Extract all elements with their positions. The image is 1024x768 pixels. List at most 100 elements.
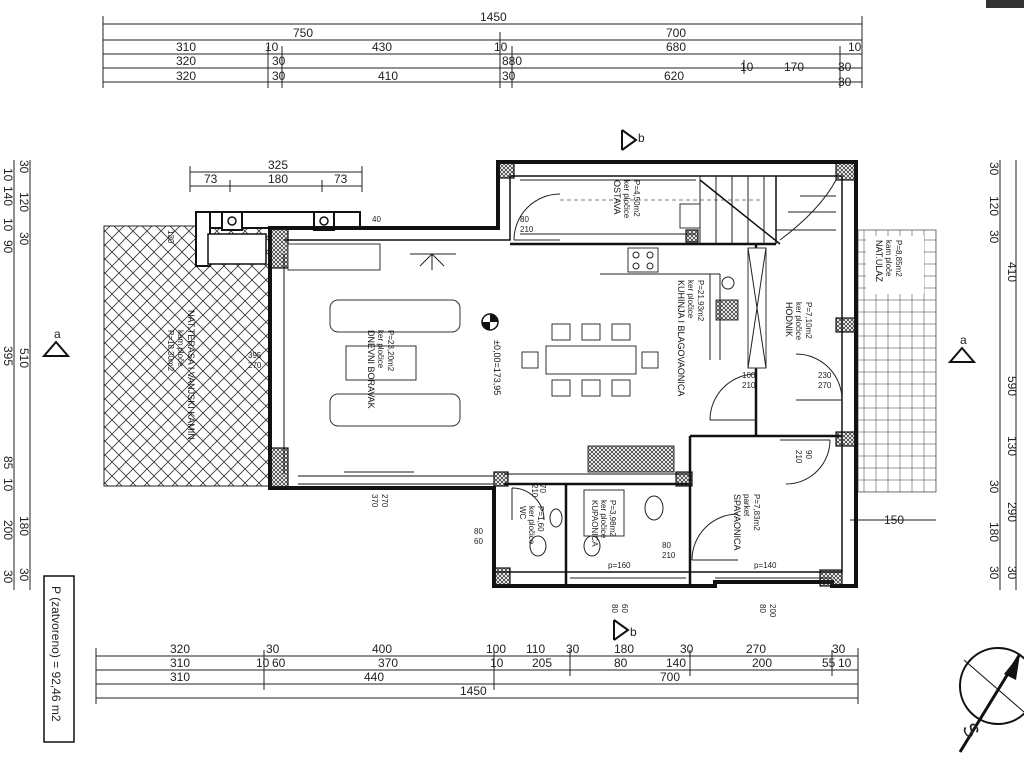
dim-label: 700 <box>666 26 686 40</box>
dim-label: 73 <box>334 172 348 186</box>
dim-label: 700 <box>660 670 680 684</box>
sink <box>721 276 735 290</box>
dim-label: 30 <box>1005 566 1019 580</box>
dim-label: 110 <box>526 642 545 656</box>
dim-label: 210 <box>520 225 534 234</box>
terrace: 325 73 180 73 NAT.TERASA I VANJSKI KAMIN… <box>103 158 381 487</box>
bottom-dimension-lines <box>95 648 859 704</box>
dim-label: 140 <box>666 656 686 670</box>
dim-label: 750 <box>293 26 313 40</box>
dim-label: 180 <box>987 522 1001 542</box>
section-label: b <box>638 131 645 145</box>
page-corner <box>986 0 1024 8</box>
dim-label: 200 <box>1 520 15 540</box>
total-area-box: P (zatvoreno) = 92,46 m2 <box>43 575 75 743</box>
room-area: P=7,83m2 <box>752 494 761 531</box>
room-storage: OSTAVA ker pločice P=4,50m2 80 210 <box>513 179 760 241</box>
room-name: NAT.TERASA I VANJSKI KAMIN <box>186 310 196 440</box>
dim-label: 310 <box>176 40 196 54</box>
room-floor: kam ploče <box>176 330 185 367</box>
dim-label: 10 <box>838 656 852 670</box>
room-name: OSTAVA <box>612 180 622 215</box>
room-floor: kam ploče <box>884 240 893 277</box>
dim-label: 210 <box>662 551 676 560</box>
dim-label: 270 <box>380 494 389 508</box>
room-floor: ker pločice <box>599 500 608 539</box>
dim-label: 73 <box>204 172 218 186</box>
dim-label: 30 <box>987 230 1001 244</box>
dim-label: 10 <box>490 656 504 670</box>
dim-label: 180 <box>268 172 288 186</box>
dim-label: 510 <box>17 348 31 368</box>
dim-label: 30 <box>17 232 31 246</box>
dim-label: 440 <box>364 670 384 684</box>
dim-label: 310 <box>170 670 190 684</box>
dim-label: 85 <box>1 456 15 470</box>
dim-label: 230 <box>818 371 832 380</box>
dim-label: 30 <box>566 642 580 656</box>
room-hallway: HODNIK ker pločice P=7,10m2 230 270 90 2… <box>747 247 843 485</box>
room-area: P=23,20m2 <box>386 330 395 372</box>
dim-label: 80 <box>474 527 483 536</box>
dim-label: 120 <box>17 192 31 212</box>
top-dimension-labels: 1450 750 700 310 10 430 10 680 10 320 30… <box>176 10 862 89</box>
room-name: WC <box>518 506 527 520</box>
room-floor: ker pločice <box>686 280 695 319</box>
section-label: a <box>960 333 967 347</box>
dim-label: 30 <box>266 642 280 656</box>
dim-label: 80 <box>758 604 767 613</box>
dim-label: 325 <box>268 158 288 172</box>
sill-label: p=140 <box>754 561 777 570</box>
dim-label: 10 <box>265 40 279 54</box>
room-bathroom: KUPAONICA ker pločice P=3,98m2 p=160 <box>570 489 686 579</box>
dim-label: 150 <box>884 513 904 527</box>
dim-label: 130 <box>1005 436 1019 456</box>
dim-label: 90 <box>1 240 15 254</box>
total-area-label: P (zatvoreno) = 92,46 m2 <box>49 586 63 722</box>
dim-label: 100 <box>486 642 506 656</box>
room-name: HODNIK <box>784 302 794 337</box>
dim-label: 395 <box>248 351 262 360</box>
dim-label: 30 <box>17 160 31 174</box>
living-room-furniture <box>283 243 494 485</box>
sill-label: p=160 <box>608 561 631 570</box>
dim-label: 55 <box>822 656 836 670</box>
dim-label: 320 <box>176 54 196 68</box>
level-value: ±0,00=173,95 <box>492 340 502 395</box>
dim-label: 30 <box>987 566 1001 580</box>
dim-label: 100 <box>742 371 756 380</box>
dim-label: 30 <box>1 570 15 584</box>
dim-label: 210 <box>530 484 539 498</box>
room-floor: parket <box>742 494 751 517</box>
dim-label: 1450 <box>480 10 507 24</box>
dim-label: 30 <box>838 75 852 89</box>
dim-label: 400 <box>372 642 392 656</box>
dim-label: 60 <box>620 604 629 613</box>
dim-label: 10 <box>494 40 508 54</box>
dim-label: 80 <box>610 604 619 613</box>
top-dimension-lines <box>102 16 863 88</box>
window-dims-bottom: 60 80 200 80 <box>610 604 777 618</box>
section-mark-right: a <box>947 333 977 363</box>
dim-label: 30 <box>832 642 846 656</box>
dim-label: 140 <box>1 186 15 206</box>
room-wc: 70 210 WC ker pločice P=1,60 80 60 <box>474 484 563 557</box>
room-name: KUPAONICA <box>590 500 599 547</box>
room-floor: ker pločice <box>376 330 385 369</box>
dim-label: 80 <box>662 541 671 550</box>
dim-label: 40 <box>372 215 381 224</box>
dim-label: 880 <box>502 54 522 68</box>
room-area: P=21,93m2 <box>696 280 705 322</box>
dim-label: 170 <box>784 60 804 74</box>
dim-label: 10 <box>848 40 862 54</box>
dim-label: 590 <box>1005 376 1019 396</box>
room-area: P=4,50m2 <box>632 180 641 217</box>
dim-label: 270 <box>248 361 262 370</box>
dim-label: 620 <box>664 69 684 83</box>
dim-label: 130 <box>166 230 175 244</box>
bottom-dimension-labels: 320 30 400 100 110 30 180 30 270 30 310 … <box>170 642 852 698</box>
dim-label: 10 <box>1 168 15 182</box>
dim-label: 680 <box>666 40 686 54</box>
room-kitchen: KUHINJA I BLAGOVAONICA ker pločice P=21,… <box>627 247 757 421</box>
